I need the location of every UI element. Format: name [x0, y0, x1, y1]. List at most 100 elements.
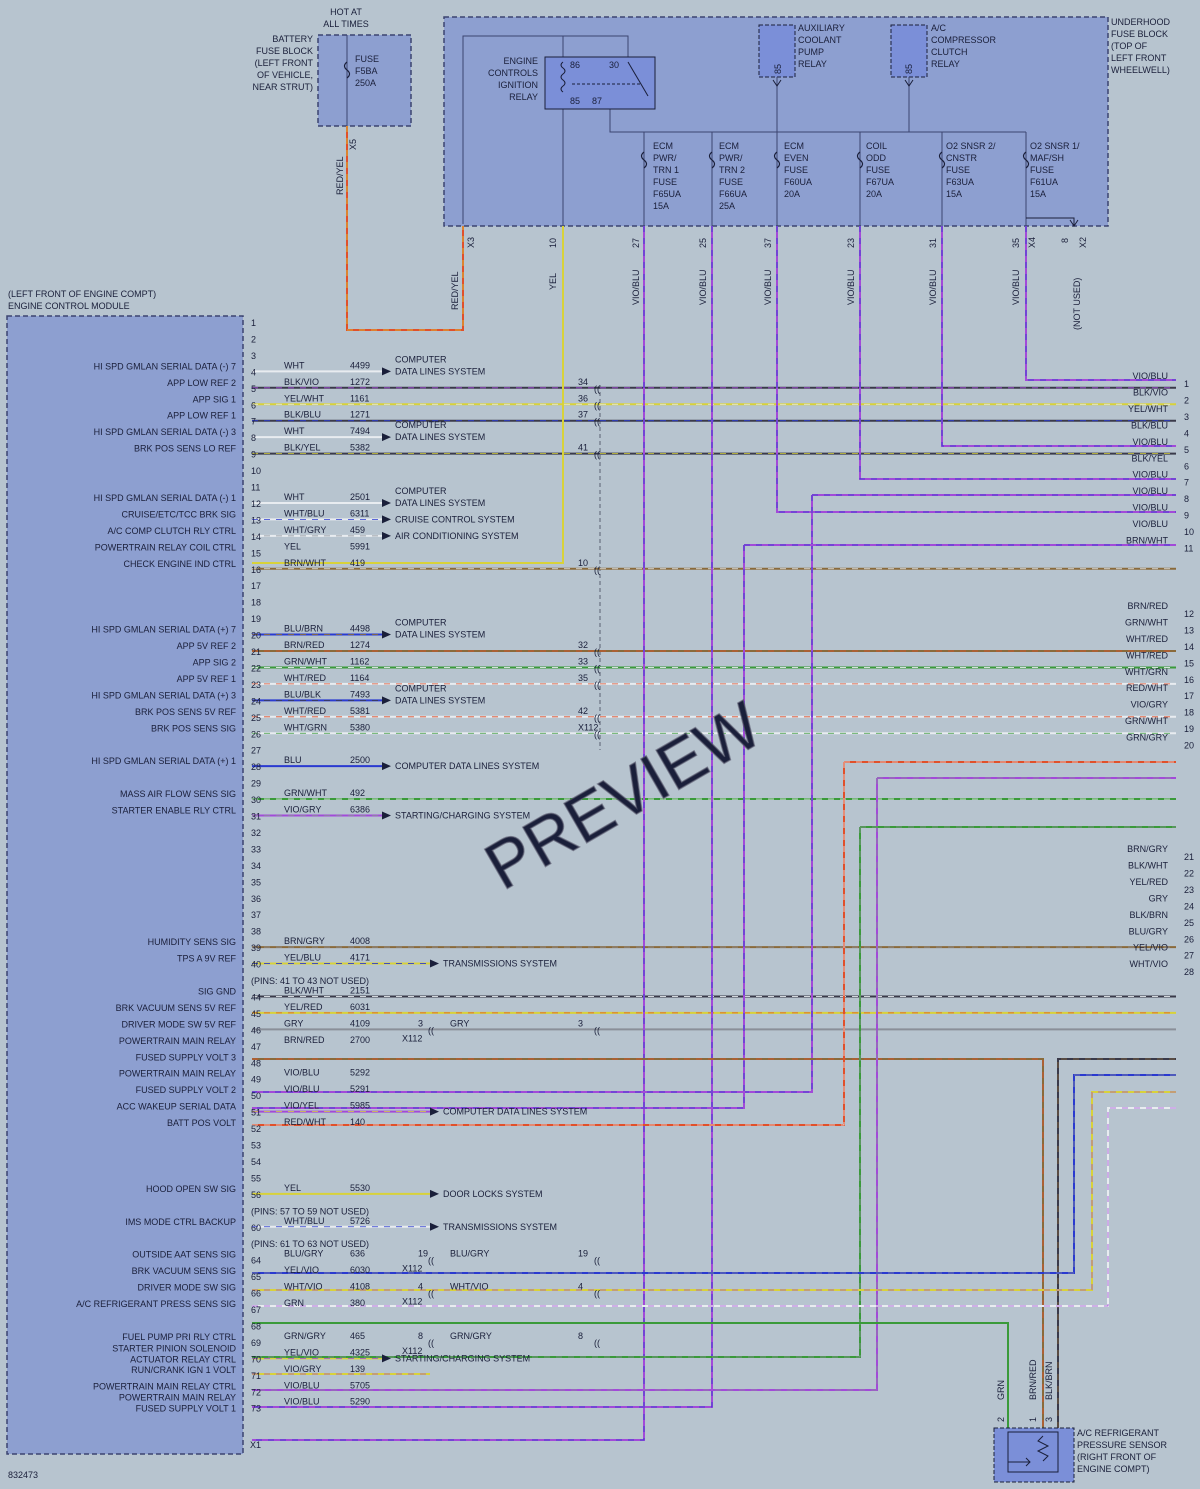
- fuse-f65ua-label-1: ECM: [653, 141, 673, 151]
- ecm-pin-70: 70: [251, 1354, 261, 1364]
- dest-pin-40: TRANSMISSIONS SYSTEM: [443, 959, 557, 969]
- wire-fuse-f63ua-right5-stripe: [941, 226, 1176, 447]
- wire-color-30: GRN/WHT: [284, 788, 327, 798]
- fuse-f67ua-label-1: COIL: [866, 141, 887, 151]
- arrow-pin-31: [382, 811, 391, 820]
- inline-x112-symbol-46: ((: [428, 1025, 434, 1035]
- underhood-connector-x3: X3: [466, 237, 476, 248]
- circuit-12: 2501: [350, 492, 370, 502]
- arrow-pin-14: [382, 531, 391, 540]
- ecm-signal-73-1: FUSED SUPPLY VOLT 1: [136, 1404, 236, 1414]
- ecm-pin-2: 2: [251, 334, 256, 344]
- ecm-pin-69: 69: [251, 1338, 261, 1348]
- right-pin-7: 7: [1184, 478, 1189, 488]
- ecm-signal-20: HI SPD GMLAN SERIAL DATA (+) 7: [91, 625, 236, 635]
- circuit-21: 1274: [350, 640, 370, 650]
- circuit-23: 1164: [350, 673, 369, 683]
- inline-x112-symbol-69: ((: [428, 1338, 434, 1348]
- ecm-signal-60: IMS MODE CTRL BACKUP: [125, 1217, 236, 1227]
- wire-color-12: WHT: [284, 492, 305, 502]
- relay-pin-86: 86: [570, 60, 580, 70]
- fuse-f66ua: ECM PWR/ TRN 2 FUSE F66UA 25A: [708, 132, 747, 226]
- fuse-f65ua-label-6: 15A: [653, 201, 669, 211]
- circuit-7: 1271: [350, 410, 370, 420]
- wire-pin64-right26-stripe: [252, 1074, 1176, 1274]
- ecm-pin-18: 18: [251, 598, 261, 608]
- sensor-label-1: A/C REFRIGERANT: [1077, 1428, 1160, 1438]
- wire-color-50: VIO/BLU: [284, 1084, 320, 1094]
- right-pin-12: 12: [1184, 609, 1194, 619]
- ecm-pin-65: 65: [251, 1272, 261, 1282]
- ecm-signal-6: APP SIG 1: [193, 394, 236, 404]
- wire-color-28: BLU: [284, 755, 302, 765]
- right-wire-1: VIO/BLU: [1132, 371, 1168, 381]
- ecm-pin-20: 20: [251, 631, 261, 641]
- inline-x112-69: X112: [402, 1346, 422, 1356]
- ecm-signal-26: BRK POS SENS SIG: [151, 723, 236, 733]
- wire-color-16: BRN/WHT: [284, 558, 326, 568]
- inline-x112-cavity-69: 8: [418, 1331, 423, 1341]
- ac-compressor-clutch-relay: [890, 24, 928, 78]
- right-pin-10: 10: [1184, 527, 1194, 537]
- inline-symbol-16: ((: [594, 565, 600, 575]
- right-wire-17: RED/WHT: [1126, 683, 1168, 693]
- dest-pin-56: DOOR LOCKS SYSTEM: [443, 1189, 543, 1199]
- right-wire-14: WHT/RED: [1126, 634, 1168, 644]
- aux-relay-label-1: AUXILIARY: [798, 23, 845, 33]
- right-wire-5: VIO/BLU: [1132, 437, 1168, 447]
- right-wire-18: VIO/GRY: [1131, 700, 1168, 710]
- fuse-f67ua: COIL ODD FUSE F67UA 20A: [856, 132, 894, 226]
- inline-symbol-23: ((: [594, 680, 600, 690]
- aux-relay-pin-85: 85: [773, 64, 783, 74]
- sensor-wire-grn: GRN: [996, 1380, 1006, 1400]
- relay-label-2: CONTROLS: [488, 68, 538, 78]
- fuse-f63ua-label-4: F63UA: [946, 177, 974, 187]
- wire-color-44: BLK/WHT: [284, 985, 325, 995]
- relay-label-4: RELAY: [509, 92, 538, 102]
- right-pin-17: 17: [1184, 691, 1194, 701]
- inline-symbol-21: ((: [594, 647, 600, 657]
- ecm-pin-11: 11: [251, 483, 260, 493]
- underhood-label-1: UNDERHOOD: [1111, 17, 1171, 27]
- sensor-wire-blkbrn: BLK/BRN: [1044, 1361, 1054, 1400]
- fuse-f60ua: ECM EVEN FUSE F60UA 20A: [773, 132, 812, 226]
- right-pin-13: 13: [1184, 625, 1194, 635]
- ecm-signal-44: SIG GND: [198, 986, 237, 996]
- ecm-signal-31: STARTER ENABLE RLY CTRL: [112, 806, 236, 816]
- fuse-f61ua-label-4: F61UA: [1030, 177, 1058, 187]
- ac-relay-label-4: RELAY: [931, 59, 960, 69]
- ac-relay-label-1: A/C: [931, 23, 947, 33]
- circuit-24: 7493: [350, 689, 370, 699]
- inline-cavity-16: 10: [578, 558, 588, 568]
- ecm-label-2: ENGINE CONTROL MODULE: [8, 301, 130, 311]
- ecm-signal-30: MASS AIR FLOW SENS SIG: [120, 789, 236, 799]
- fuse-wire-31: VIO/BLU: [928, 269, 938, 305]
- circuit-70: 4325: [350, 1347, 370, 1357]
- ecm-pin-26: 26: [251, 729, 261, 739]
- engine-controls-ignition-relay: [544, 56, 656, 110]
- x2-not-used-label: (NOT USED): [1072, 278, 1082, 330]
- ecm-pin-30: 30: [251, 795, 261, 805]
- inline-x112-wire-66: WHT/VIO: [450, 1282, 489, 1292]
- ecm-label-1: (LEFT FRONT OF ENGINE COMPT): [8, 289, 156, 299]
- fuse-f60ua-label-2: EVEN: [784, 153, 809, 163]
- fuse-f66ua-label-2: PWR/: [719, 153, 743, 163]
- arrow-pin-70: [382, 1354, 391, 1363]
- ac-relay-pin-85: 85: [904, 64, 914, 74]
- ecm-signal-25: BRK POS SENS 5V REF: [135, 707, 237, 717]
- wire-color-66: WHT/VIO: [284, 1282, 323, 1292]
- right-wire-9: VIO/BLU: [1132, 503, 1168, 513]
- circuit-25: 5381: [350, 706, 370, 716]
- wire-color-25: WHT/RED: [284, 706, 326, 716]
- inline-x112-46: X112: [402, 1033, 422, 1043]
- ecm-pin-17: 17: [251, 581, 261, 591]
- x2-cavity-8: 8: [1060, 238, 1070, 243]
- sensor-pin-1: 1: [1028, 1417, 1038, 1422]
- ecm-signal-4: HI SPD GMLAN SERIAL DATA (-) 7: [94, 361, 236, 371]
- pins-not-used-note: (PINS: 41 TO 43 NOT USED): [251, 976, 369, 986]
- ecm-signal-13: CRUISE/ETC/TCC BRK SIG: [121, 509, 236, 519]
- inline-cavity-6: 36: [578, 393, 588, 403]
- ac-refrigerant-pressure-sensor: A/C REFRIGERANT PRESSURE SENSOR (RIGHT F…: [993, 1359, 1168, 1483]
- ecm-pin-31: 31: [251, 812, 261, 822]
